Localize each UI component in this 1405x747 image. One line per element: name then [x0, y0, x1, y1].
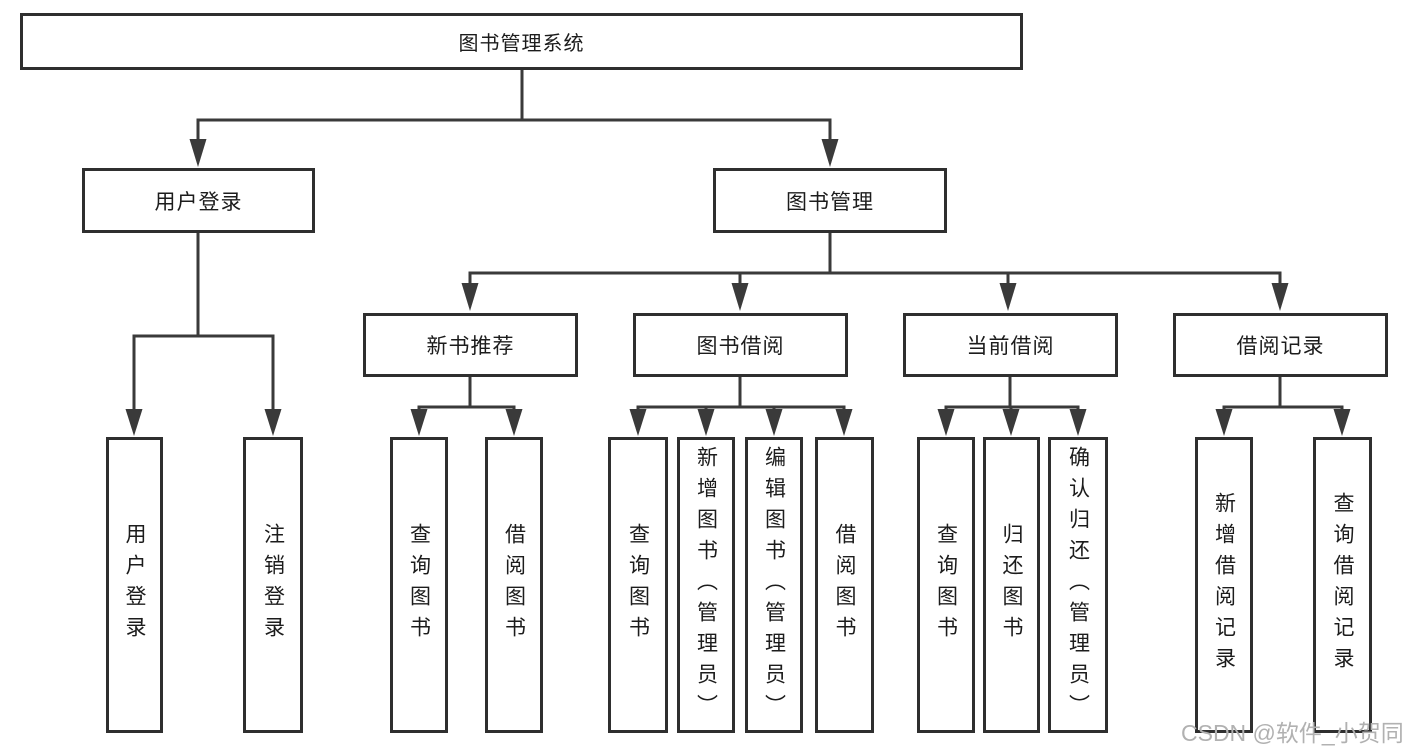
leaf-logout-label: 注销登录 — [261, 523, 285, 647]
leaf-records-query-record: 查询借阅记录 — [1313, 437, 1372, 733]
node-book-borrow-label: 图书借阅 — [696, 335, 785, 358]
arrow-leaf-records-query — [1333, 409, 1351, 436]
leaf-rec-query-books-label: 查询图书 — [407, 523, 431, 647]
node-borrow-records: 借阅记录 — [1173, 313, 1388, 377]
leaf-borrow-edit-books: 编辑图书（管理员） — [745, 437, 803, 733]
arrow-leaf-borrow-query — [629, 409, 647, 436]
arrow-leaf-rec-borrow — [505, 409, 523, 436]
node-current-borrow-label: 当前借阅 — [966, 335, 1055, 358]
arrow-leaf-current-return — [1002, 409, 1020, 436]
node-new-book-recommend: 新书推荐 — [363, 313, 578, 377]
leaf-current-confirm-return: 确认归还（管理员） — [1048, 437, 1108, 733]
arrow-user-login — [189, 139, 207, 167]
leaf-current-query-books-label: 查询图书 — [934, 523, 958, 647]
leaf-user-login-label: 用户登录 — [123, 523, 146, 647]
node-user-login: 用户登录 — [82, 168, 315, 233]
connector-user-login-bracket — [132, 334, 275, 418]
arrow-current — [999, 283, 1017, 311]
leaf-current-return-books-label: 归还图书 — [1000, 523, 1023, 647]
leaf-rec-query-books: 查询图书 — [390, 437, 448, 733]
leaf-user-login: 用户登录 — [106, 437, 163, 733]
node-new-book-recommend-label: 新书推荐 — [426, 335, 515, 358]
arrowheads — [125, 139, 1351, 436]
arrow-rec — [461, 283, 479, 311]
leaf-borrow-add-books: 新增图书（管理员） — [677, 437, 735, 733]
arrow-leaf-borrow-edit — [765, 409, 783, 436]
csdn-watermark: CSDN @软件_小贺同学 — [1181, 720, 1405, 746]
arrow-leaf-borrow-add — [697, 409, 715, 436]
leaf-rec-borrow-books: 借阅图书 — [485, 437, 543, 733]
arrow-records — [1271, 283, 1289, 311]
connector-records-bracket — [1222, 405, 1344, 418]
leaf-records-query-record-label: 查询借阅记录 — [1331, 492, 1354, 678]
arrow-leaf-current-query — [937, 409, 955, 436]
arrow-leaf-current-confirm — [1069, 409, 1087, 436]
node-book-borrow: 图书借阅 — [633, 313, 848, 377]
leaf-borrow-edit-books-label: 编辑图书（管理员） — [762, 445, 786, 725]
leaf-logout: 注销登录 — [243, 437, 303, 733]
leaf-borrow-borrow-books: 借阅图书 — [815, 437, 874, 733]
leaf-records-add-record: 新增借阅记录 — [1195, 437, 1253, 733]
arrow-leaf-borrow-borrow — [835, 409, 853, 436]
leaf-borrow-query-books-label: 查询图书 — [626, 523, 650, 647]
leaf-borrow-add-books-label: 新增图书（管理员） — [694, 445, 718, 725]
leaf-borrow-borrow-books-label: 借阅图书 — [833, 523, 856, 647]
leaf-current-confirm-return-label: 确认归还（管理员） — [1066, 445, 1090, 725]
node-current-borrow: 当前借阅 — [903, 313, 1118, 377]
node-root-label: 图书管理系统 — [458, 33, 585, 55]
node-book-management: 图书管理 — [713, 168, 947, 233]
leaf-current-return-books: 归还图书 — [983, 437, 1040, 733]
node-root: 图书管理系统 — [20, 13, 1023, 70]
connector-level1-bracket — [196, 118, 832, 150]
leaf-borrow-query-books: 查询图书 — [608, 437, 668, 733]
leaf-records-add-record-label: 新增借阅记录 — [1212, 492, 1236, 678]
leaf-current-query-books: 查询图书 — [917, 437, 975, 733]
node-borrow-records-label: 借阅记录 — [1236, 335, 1325, 358]
connector-borrow-bracket — [636, 405, 846, 418]
leaf-rec-borrow-books-label: 借阅图书 — [502, 523, 526, 647]
arrow-book-mgmt — [821, 139, 839, 167]
node-user-login-label: 用户登录 — [154, 190, 243, 214]
arrow-leaf-login — [125, 409, 143, 436]
arrow-leaf-logout — [264, 409, 282, 436]
connector-rec-bracket — [417, 405, 516, 418]
node-book-management-label: 图书管理 — [786, 190, 874, 214]
connector-level2-bracket — [468, 271, 1282, 294]
arrow-borrow — [731, 283, 749, 311]
arrow-leaf-rec-query — [410, 409, 428, 436]
arrow-leaf-records-add — [1215, 409, 1233, 436]
